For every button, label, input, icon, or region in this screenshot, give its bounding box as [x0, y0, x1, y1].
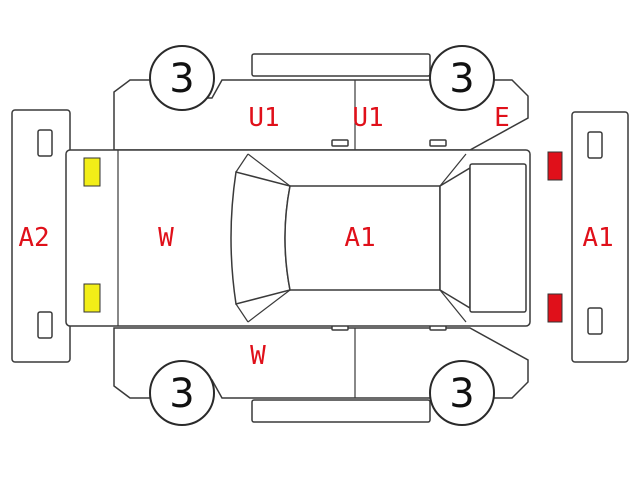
tire-front-left: 3 [149, 45, 215, 111]
taillight-right [547, 293, 563, 323]
tire-front-left-value: 3 [169, 56, 194, 102]
tire-rear-right: 3 [429, 360, 495, 426]
code-front-fender: W [250, 341, 266, 371]
headlight-left [83, 157, 101, 187]
code-roof: A1 [344, 223, 375, 253]
taillight-left [547, 151, 563, 181]
taillights [547, 151, 563, 323]
tire-front-right: 3 [149, 360, 215, 426]
code-rear-bumper: A1 [582, 223, 613, 253]
tire-front-right-value: 3 [169, 371, 194, 417]
upper-side-panel [113, 53, 529, 151]
code-hood: W [158, 223, 174, 253]
headlight-right [83, 283, 101, 313]
tire-rear-left: 3 [429, 45, 495, 111]
code-front-bumper: A2 [18, 223, 49, 253]
tire-rear-right-value: 3 [449, 371, 474, 417]
code-rear-door: U1 [352, 103, 383, 133]
car-body-top-view [65, 149, 531, 327]
code-rear-quarter: E [494, 103, 510, 133]
tire-rear-left-value: 3 [449, 56, 474, 102]
code-front-door: U1 [248, 103, 279, 133]
headlights [83, 157, 101, 313]
rear-bumper [571, 111, 629, 363]
